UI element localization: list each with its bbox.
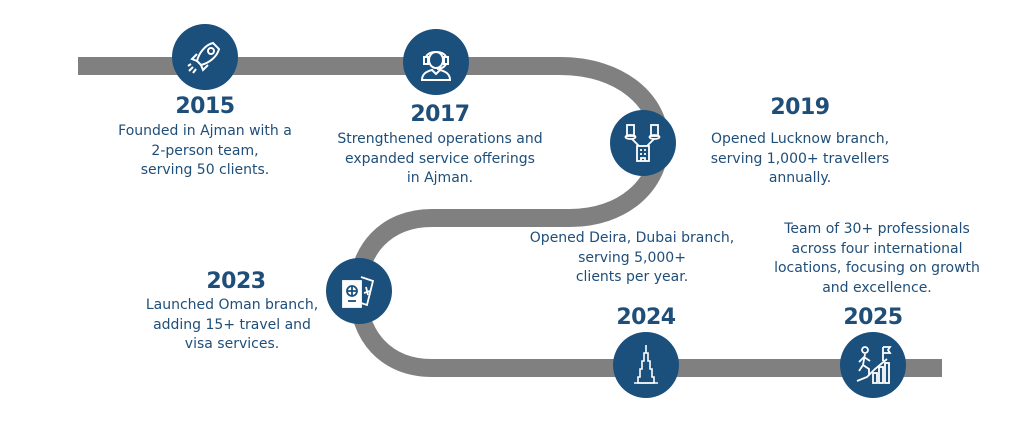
headset-agent-icon [403,29,469,95]
milestone-year-2024: 2024 [616,305,676,330]
passport-ticket-icon [326,258,392,324]
milestone-description-2025: Team of 30+ professionals across four in… [774,221,980,296]
milestone-year-2023: 2023 [206,269,266,294]
branch-buildings-icon [610,110,676,176]
milestone-description-2017: Strengthened operations and expanded ser… [337,131,543,186]
milestone-description-2024: Opened Deira, Dubai branch, serving 5,00… [529,230,735,285]
milestone-description-2023: Launched Oman branch, adding 15+ travel … [145,297,319,352]
milestone-year-2015: 2015 [175,94,235,119]
milestone-year-2019: 2019 [770,95,830,120]
milestone-description-2015: Founded in Ajman with a 2-person team, s… [118,123,292,178]
milestone-description-2019: Opened Lucknow branch, serving 1,000+ tr… [710,131,890,186]
growth-climb-icon [840,332,906,398]
milestone-year-2017: 2017 [410,102,470,127]
rocket-icon [172,24,238,90]
milestone-year-2025: 2025 [843,305,903,330]
burj-khalifa-icon [613,332,679,398]
